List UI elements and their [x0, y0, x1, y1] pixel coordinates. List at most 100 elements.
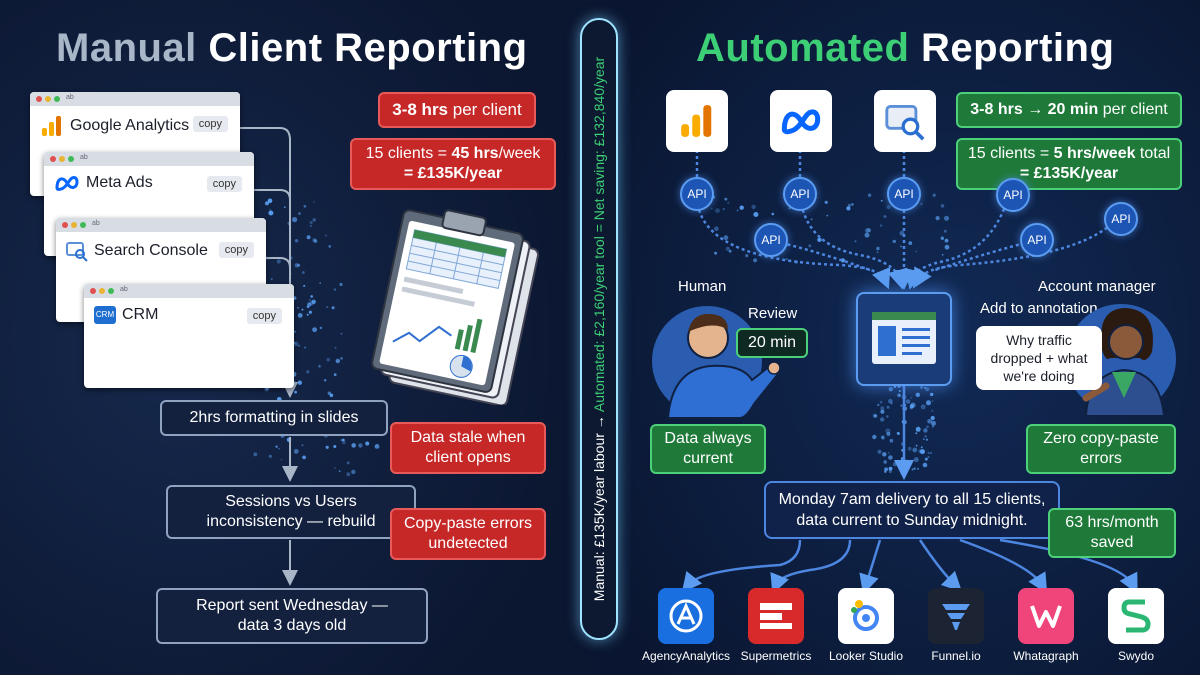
- hours-saved-line-2: saved: [1090, 534, 1134, 551]
- particle-dot: [280, 458, 283, 461]
- manual-title: Manual Client Reporting: [56, 26, 528, 71]
- particle-dot: [912, 447, 918, 453]
- particle-dot: [915, 426, 921, 432]
- particle-dot: [309, 224, 312, 227]
- bubble-line-2: dropped + what: [990, 350, 1088, 366]
- particle-dot: [318, 364, 321, 368]
- tool-name-swydo: Swydo: [1117, 649, 1155, 663]
- benefit-data-current: Data always current: [650, 424, 766, 474]
- particle-dot: [915, 432, 918, 435]
- particle-dot: [808, 244, 812, 248]
- copy-button[interactable]: copy: [192, 116, 228, 132]
- particle-dot: [880, 199, 883, 202]
- api-node: API: [1104, 202, 1138, 236]
- particle-dot: [876, 246, 880, 251]
- particle-dot: [329, 393, 334, 398]
- particle-dot: [267, 198, 273, 204]
- delivery-line-2: data current to Sunday midnight.: [796, 512, 1028, 529]
- swydo-tile: [1108, 588, 1164, 644]
- automated-time-line: 3-8 hrs → 20 min per client: [970, 100, 1167, 120]
- window-name: Search Console: [94, 242, 208, 259]
- particle-dot: [340, 332, 343, 335]
- automated-total-hours: 5 hrs/week: [1053, 145, 1136, 162]
- meta-tile: [770, 90, 832, 152]
- particle-dot: [927, 451, 930, 454]
- close-dot-icon: [90, 288, 96, 294]
- particle-dot: [824, 200, 828, 204]
- agencyanalytics-icon: [669, 599, 703, 633]
- problem-copy-paste: Copy-paste errors undetected: [390, 508, 546, 560]
- particle-dot: [851, 203, 854, 206]
- particle-dot: [910, 402, 916, 408]
- bubble-line-1: Why traffic: [1006, 332, 1072, 348]
- particle-dot: [907, 446, 912, 451]
- particle-dot: [268, 210, 274, 216]
- particle-dot: [883, 460, 887, 464]
- particle-dot: [880, 409, 885, 414]
- close-dot-icon: [36, 96, 42, 102]
- benefit-data-current-line-1: Data always: [664, 430, 752, 447]
- particle-dot: [923, 428, 928, 433]
- particle-dot: [313, 201, 315, 203]
- account-manager-label: Account manager: [1038, 278, 1156, 295]
- particle-dot: [887, 451, 890, 454]
- particle-dot: [915, 250, 918, 253]
- particle-dot: [297, 263, 301, 267]
- tool-name-agencyanalytics: AgencyAnalytics: [641, 649, 731, 663]
- savings-divider: [580, 18, 618, 640]
- manual-per-client: per client: [448, 100, 522, 119]
- particle-dot: [897, 393, 901, 398]
- manual-hours: 3-8 hrs: [392, 100, 449, 119]
- benefit-zero-errors-line-1: Zero copy-paste: [1043, 430, 1159, 447]
- particle-dot: [339, 282, 343, 287]
- particle-dot: [865, 228, 870, 233]
- problem-copy-paste-line-2: undetected: [428, 535, 508, 552]
- particle-dot: [905, 399, 911, 404]
- funnel-io-icon: [942, 604, 970, 630]
- particle-dot: [374, 444, 380, 449]
- particle-dot: [920, 446, 923, 449]
- particle-dot: [877, 403, 880, 407]
- particle-dot: [365, 441, 370, 446]
- annotation-label: Add to annotation: [980, 300, 1098, 317]
- copy-button[interactable]: copy: [218, 242, 254, 258]
- particle-dot: [927, 456, 930, 458]
- particle-dot: [342, 440, 346, 445]
- particle-dot: [341, 438, 345, 442]
- tool-name-looker-studio: Looker Studio: [828, 649, 904, 663]
- google-analytics-icon: [681, 105, 712, 137]
- tab-text: ab: [66, 94, 74, 101]
- particle-dot: [308, 310, 312, 314]
- particle-dot: [867, 193, 872, 197]
- copy-button[interactable]: copy: [246, 308, 282, 324]
- crm-icon: CRM: [94, 306, 116, 324]
- particle-dot: [309, 300, 315, 306]
- window-titlebar: ab: [84, 284, 294, 298]
- particle-dot: [922, 462, 928, 468]
- particle-dot: [854, 240, 857, 243]
- step-inconsistency-line-2: inconsistency — rebuild: [206, 513, 376, 530]
- particle-dot: [294, 330, 296, 333]
- savings-summary: Manual: £135K/year labour → Automated: £…: [591, 29, 607, 629]
- maximize-dot-icon: [54, 96, 60, 102]
- copy-button[interactable]: copy: [206, 176, 242, 192]
- particle-dot: [864, 232, 870, 238]
- particle-dot: [710, 207, 713, 210]
- particle-dot: [900, 404, 903, 407]
- particle-dot: [888, 469, 892, 474]
- particle-dot: [846, 206, 851, 211]
- supermetrics-icon: [760, 603, 792, 629]
- particle-dot: [283, 206, 286, 209]
- api-node: API: [1020, 223, 1054, 257]
- particle-dot: [910, 397, 912, 399]
- particle-dot: [293, 449, 299, 454]
- clipboard-report-icon: [371, 209, 540, 405]
- manual-time-per-client: 3-8 hrs per client: [378, 92, 536, 128]
- particle-dot: [253, 452, 258, 457]
- particle-dot: [880, 406, 885, 411]
- particle-dot: [714, 226, 719, 231]
- particle-dot: [882, 437, 885, 440]
- window-heading: Search Console: [66, 240, 208, 262]
- particle-dot: [925, 425, 929, 429]
- particle-dot: [900, 245, 902, 248]
